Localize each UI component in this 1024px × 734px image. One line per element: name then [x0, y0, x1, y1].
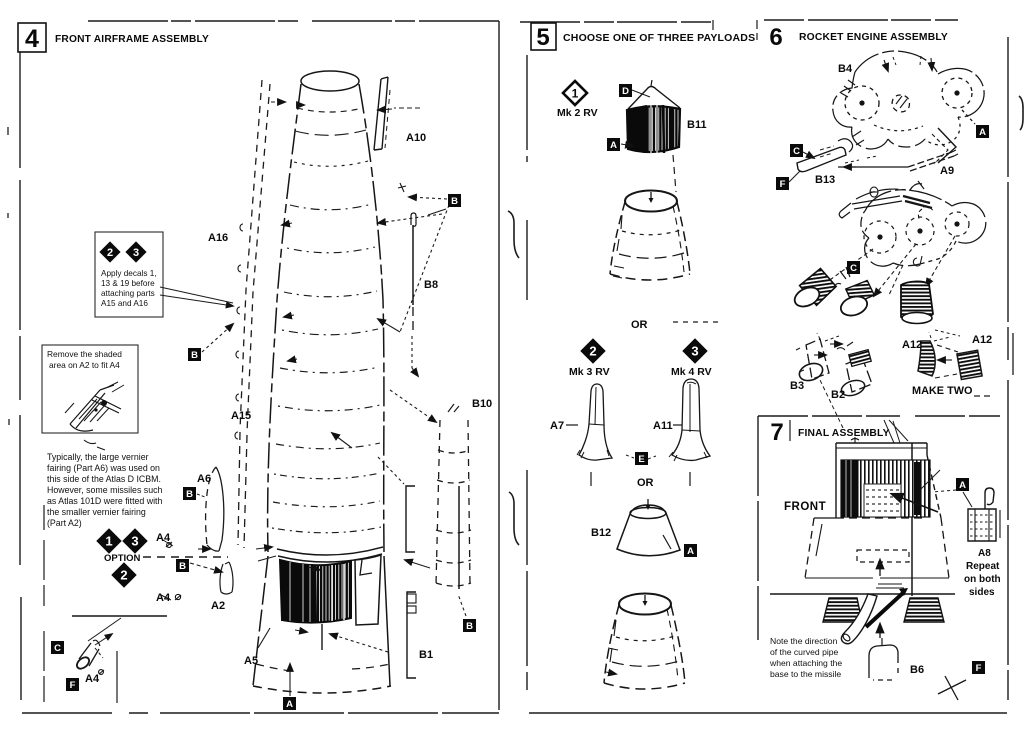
svg-text:when attaching the: when attaching the: [769, 658, 842, 668]
svg-text:A: A: [687, 546, 694, 557]
svg-text:A9: A9: [940, 165, 954, 177]
svg-text:2: 2: [120, 568, 127, 583]
svg-text:FRONT: FRONT: [784, 501, 826, 513]
svg-text:A: A: [979, 127, 986, 138]
svg-text:CHOOSE ONE OF THREE PAYLOADS: CHOOSE ONE OF THREE PAYLOADS: [563, 32, 755, 44]
svg-text:B3: B3: [790, 380, 804, 392]
svg-text:the smaller vernier fairing: the smaller vernier fairing: [47, 507, 146, 517]
svg-text:OR: OR: [631, 319, 648, 331]
svg-text:FINAL ASSEMBLY: FINAL ASSEMBLY: [798, 428, 890, 439]
svg-text:F: F: [70, 680, 76, 691]
svg-text:2: 2: [589, 344, 596, 359]
svg-text:F: F: [780, 179, 786, 190]
svg-text:ROCKET ENGINE ASSEMBLY: ROCKET ENGINE ASSEMBLY: [799, 32, 948, 43]
svg-text:B8: B8: [424, 279, 438, 291]
svg-text:A5: A5: [244, 655, 258, 667]
svg-text:B: B: [191, 350, 198, 361]
svg-text:However, some missiles such: However, some missiles such: [47, 485, 162, 495]
svg-text:FRONT AIRFRAME ASSEMBLY: FRONT AIRFRAME ASSEMBLY: [55, 34, 209, 45]
svg-text:A12: A12: [972, 334, 992, 346]
svg-text:A7: A7: [550, 420, 564, 432]
svg-text:MAKE TWO: MAKE TWO: [912, 385, 973, 397]
svg-text:13 & 19 before: 13 & 19 before: [101, 279, 155, 288]
svg-text:(Part A2): (Part A2): [47, 518, 82, 528]
svg-text:OPTION: OPTION: [104, 553, 141, 564]
svg-text:C: C: [850, 263, 857, 274]
svg-text:Repeat: Repeat: [966, 561, 1000, 572]
svg-text:Mk 2 RV: Mk 2 RV: [557, 107, 598, 119]
svg-text:B4: B4: [838, 63, 853, 75]
svg-text:3: 3: [131, 534, 138, 549]
svg-text:B6: B6: [910, 664, 924, 676]
svg-text:A4: A4: [85, 673, 100, 685]
svg-text:base to the missile: base to the missile: [770, 669, 841, 679]
svg-text:Typically, the large vernier: Typically, the large vernier: [47, 452, 149, 462]
svg-text:C: C: [54, 643, 61, 654]
svg-text:A4: A4: [156, 592, 171, 604]
svg-text:A: A: [286, 699, 293, 710]
svg-text:sides: sides: [969, 587, 995, 598]
svg-text:A8: A8: [978, 548, 991, 559]
svg-text:of the curved pipe: of the curved pipe: [770, 647, 839, 657]
svg-text:A10: A10: [406, 132, 426, 144]
svg-text:E: E: [638, 454, 644, 465]
svg-text:fairing (Part A6) was used on: fairing (Part A6) was used on: [47, 463, 160, 473]
svg-text:A15: A15: [231, 410, 251, 422]
svg-text:B: B: [186, 489, 193, 500]
svg-text:B11: B11: [687, 119, 707, 131]
svg-text:as Atlas 101D were fitted with: as Atlas 101D were fitted with: [47, 496, 163, 506]
svg-text:A16: A16: [208, 232, 228, 244]
svg-text:A: A: [959, 480, 966, 491]
svg-text:Note the direction: Note the direction: [770, 636, 838, 646]
svg-text:Remove the shaded: Remove the shaded: [47, 349, 122, 359]
svg-text:Apply decals 1,: Apply decals 1,: [101, 269, 157, 278]
svg-text:A6: A6: [197, 473, 211, 485]
svg-text:B: B: [466, 621, 473, 632]
svg-text:attaching parts: attaching parts: [101, 289, 155, 298]
svg-text:B: B: [451, 196, 458, 207]
svg-text:1: 1: [572, 87, 579, 101]
svg-text:C: C: [793, 146, 800, 157]
svg-text:OR: OR: [637, 477, 654, 489]
svg-text:3: 3: [133, 247, 139, 259]
svg-text:B: B: [179, 561, 186, 572]
svg-text:B12: B12: [591, 527, 611, 539]
svg-text:A2: A2: [211, 600, 225, 612]
svg-text:B13: B13: [815, 174, 835, 186]
svg-text:A11: A11: [653, 420, 673, 432]
svg-text:D: D: [622, 86, 629, 97]
svg-text:Mk 4 RV: Mk 4 RV: [671, 366, 712, 378]
svg-text:area on A2 to fit A4: area on A2 to fit A4: [49, 360, 120, 370]
svg-text:B10: B10: [472, 398, 492, 410]
svg-text:6: 6: [769, 24, 782, 51]
svg-text:4: 4: [25, 25, 39, 53]
svg-text:A: A: [610, 140, 617, 151]
svg-text:A15 and A16: A15 and A16: [101, 299, 148, 308]
svg-text:7: 7: [770, 419, 783, 446]
svg-text:1: 1: [105, 534, 112, 549]
svg-text:on both: on both: [964, 574, 1001, 585]
svg-text:B2: B2: [831, 389, 845, 401]
svg-text:A12: A12: [902, 339, 922, 351]
svg-text:3: 3: [691, 344, 698, 359]
svg-text:A4: A4: [156, 532, 171, 544]
svg-text:B1: B1: [419, 649, 433, 661]
svg-text:2: 2: [107, 247, 113, 259]
svg-text:5: 5: [536, 24, 549, 51]
svg-text:Mk 3 RV: Mk 3 RV: [569, 366, 610, 378]
svg-text:F: F: [976, 663, 982, 674]
svg-text:this side of the Atlas D ICBM.: this side of the Atlas D ICBM.: [47, 474, 161, 484]
